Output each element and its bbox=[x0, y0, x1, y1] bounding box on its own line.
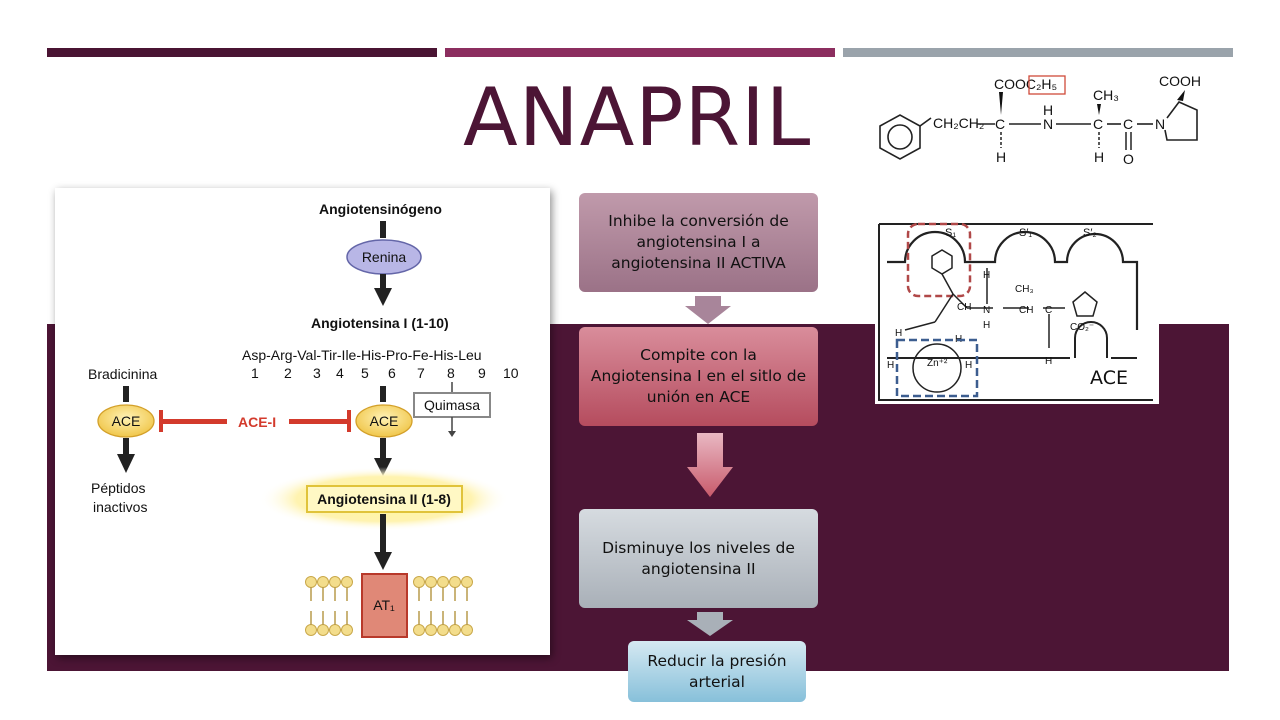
position-4: 4 bbox=[336, 365, 344, 381]
amine-n: N bbox=[1043, 116, 1053, 132]
lipid-head bbox=[329, 624, 341, 636]
position-5: 5 bbox=[361, 365, 369, 381]
at1-label: AT₁ bbox=[373, 597, 395, 613]
renin-label: Renina bbox=[362, 249, 407, 265]
ace-inhibitor-label: ACE-I bbox=[238, 414, 276, 430]
oxygen-label: O bbox=[1123, 151, 1134, 167]
lipid-head bbox=[461, 624, 473, 636]
lipid-head bbox=[449, 576, 461, 588]
ace-right-label: ACE bbox=[370, 413, 399, 429]
lipid-head bbox=[305, 576, 317, 588]
lipid-head bbox=[341, 576, 353, 588]
position-2: 2 bbox=[284, 365, 292, 381]
flow-step-inhibit: Inhibe la conversión de angiotensina I a… bbox=[579, 193, 818, 292]
h-label-1: H bbox=[996, 149, 1006, 165]
inhibitor-skeleton bbox=[904, 249, 1098, 348]
svg-text:CO₂⁻: CO₂⁻ bbox=[1070, 322, 1094, 333]
bradykinin-label: Bradicinina bbox=[88, 366, 157, 382]
flow-step-reduce-pressure: Reducir la presión arterial bbox=[628, 641, 806, 702]
svg-text:CH: CH bbox=[1019, 305, 1033, 316]
ch2ch2-label: CH₂CH₂ bbox=[933, 115, 984, 131]
lipid-head bbox=[449, 624, 461, 636]
s1-highlight bbox=[906, 222, 972, 298]
lipid-head bbox=[437, 576, 449, 588]
lipid-head bbox=[425, 576, 437, 588]
ace-node-right bbox=[355, 404, 413, 438]
flow-arrow-1 bbox=[685, 296, 731, 324]
lipid-head bbox=[305, 624, 317, 636]
angiotensinogen-label: Angiotensinógeno bbox=[319, 201, 442, 217]
position-1: 1 bbox=[251, 365, 259, 381]
nh-hydrogen: H bbox=[1043, 102, 1053, 118]
angiotensin-ii-box bbox=[306, 485, 463, 513]
benzene-ring bbox=[879, 114, 921, 160]
svg-text:C: C bbox=[1045, 305, 1052, 316]
position-9: 9 bbox=[478, 365, 486, 381]
alpha-carbon-1: C bbox=[995, 116, 1005, 132]
carboxyl-label: COOH bbox=[1159, 73, 1201, 89]
inactive-peptides-1: Péptidos bbox=[91, 480, 145, 496]
ace-node-left bbox=[97, 404, 155, 438]
s2prime-pocket-label: S′₂ bbox=[1083, 227, 1097, 239]
chymase-label: Quimasa bbox=[424, 397, 480, 413]
lipid-head bbox=[317, 624, 329, 636]
proline-ring bbox=[1164, 101, 1198, 141]
lipid-head bbox=[461, 576, 473, 588]
s1-pocket-label: S₁ bbox=[945, 227, 956, 239]
header-bar-magenta bbox=[445, 48, 835, 57]
flow-step-decrease: Disminuye los niveles de angiotensina II bbox=[579, 509, 818, 608]
ace-site-label: ACE bbox=[1080, 362, 1138, 394]
lipid-head bbox=[437, 624, 449, 636]
proline-n: N bbox=[1155, 116, 1165, 132]
ester-group-label: COOC₂H₅ bbox=[994, 76, 1057, 92]
at1-receptor bbox=[361, 573, 408, 638]
lipid-head bbox=[329, 576, 341, 588]
h-label-2: H bbox=[1094, 149, 1104, 165]
svg-text:N: N bbox=[983, 305, 990, 316]
lipid-head bbox=[413, 624, 425, 636]
cell-membrane bbox=[305, 576, 473, 636]
slide-title: ANAPRIL bbox=[463, 71, 812, 164]
zinc-label: Zn⁺² bbox=[927, 358, 948, 369]
carbonyl-carbon: C bbox=[1123, 116, 1133, 132]
ace-left-label: ACE bbox=[112, 413, 141, 429]
position-3: 3 bbox=[313, 365, 321, 381]
svg-text:H: H bbox=[983, 320, 990, 331]
svg-text:H: H bbox=[1045, 356, 1052, 367]
svg-text:H: H bbox=[895, 328, 902, 339]
methyl-label: CH₃ bbox=[1093, 87, 1119, 103]
flow-arrow-3 bbox=[687, 612, 733, 636]
position-10: 10 bbox=[503, 365, 519, 381]
zinc-highlight bbox=[895, 338, 979, 398]
svg-text:CH: CH bbox=[957, 302, 971, 313]
position-8: 8 bbox=[447, 365, 455, 381]
angiotensin-ii-label: Angiotensina II (1-8) bbox=[317, 491, 451, 507]
position-7: 7 bbox=[417, 365, 425, 381]
lipid-head bbox=[317, 576, 329, 588]
amino-acid-sequence: Asp-Arg-Val-Tir-Ile-His-Pro-Fe-His-Leu bbox=[242, 347, 482, 363]
flow-arrow-2 bbox=[687, 433, 733, 497]
flow-step-compete: Compite con la Angiotensina I en el sitl… bbox=[579, 327, 818, 426]
svg-text:H: H bbox=[965, 360, 972, 371]
ras-pathway-figure: Angiotensinógeno Renina Angiotensina I (… bbox=[55, 188, 550, 655]
position-6: 6 bbox=[388, 365, 396, 381]
svg-text:H: H bbox=[887, 360, 894, 371]
ace-inhibition-line bbox=[159, 410, 351, 432]
header-bar-gray bbox=[843, 48, 1233, 57]
ethyl-highlight-box bbox=[1028, 75, 1066, 95]
sequence-positions: 1 2 3 4 5 6 7 8 9 10 bbox=[251, 365, 519, 381]
inactive-peptides-2: inactivos bbox=[93, 499, 147, 515]
enalapril-structure: CH₂CH₂ C COOC₂H₅ H H N C CH₃ H C O N COO bbox=[853, 70, 1213, 182]
svg-text:CH₃: CH₃ bbox=[1015, 284, 1034, 295]
s1prime-pocket-label: S′₁ bbox=[1019, 227, 1032, 239]
lipid-head bbox=[341, 624, 353, 636]
svg-text:H: H bbox=[983, 270, 990, 281]
header-bar-dark bbox=[47, 48, 437, 57]
alpha-carbon-2: C bbox=[1093, 116, 1103, 132]
angiotensin-i-label: Angiotensina I (1-10) bbox=[311, 315, 449, 331]
lipid-head bbox=[413, 576, 425, 588]
lipid-head bbox=[425, 624, 437, 636]
